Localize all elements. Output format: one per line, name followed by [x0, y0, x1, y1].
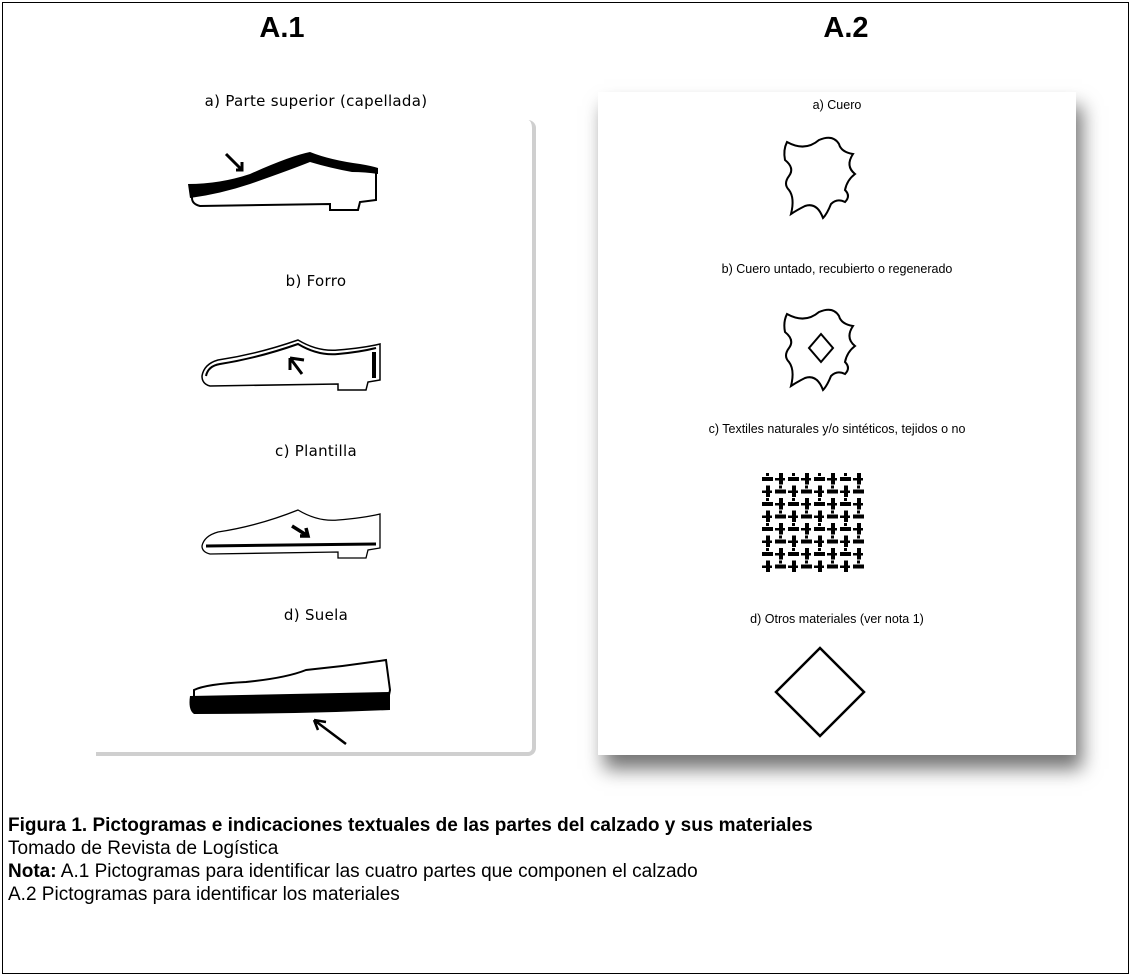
leather-hide-icon [783, 136, 857, 220]
shoe-upper-icon [188, 152, 378, 211]
figure-caption: Figura 1. Pictogramas e indicaciones tex… [8, 814, 1124, 906]
a1-label-upper: a) Parte superior (capellada) [204, 92, 428, 110]
a2-label-coated-leather: b) Cuero untado, recubierto o regenerado [721, 262, 953, 276]
diamond-icon [774, 646, 866, 738]
shoe-insole-icon [201, 509, 381, 559]
caption-note: Nota: A.1 Pictogramas para identificar l… [8, 860, 1124, 883]
panel-a1 [96, 120, 536, 756]
a2-label-textiles: c) Textiles naturales y/o sintéticos, te… [708, 422, 966, 436]
column-heading-a1: A.1 [259, 12, 305, 44]
shoe-sole-icon [189, 658, 392, 745]
caption-note-line2: A.2 Pictogramas para identificar los mat… [8, 884, 400, 905]
a1-label-sole: d) Suela [283, 606, 349, 624]
coated-leather-icon [783, 308, 857, 392]
shoe-lining-icon [201, 339, 381, 391]
caption-source: Tomado de Revista de Logística [8, 838, 279, 859]
panel-a2 [598, 92, 1076, 755]
a1-label-lining: b) Forro [285, 272, 347, 290]
textile-weave-icon [762, 473, 864, 572]
column-heading-a2: A.2 [823, 12, 869, 44]
caption-note-label: Nota: [8, 861, 57, 882]
caption-note-text: A.1 Pictogramas para identificar las cua… [56, 861, 698, 882]
a2-label-leather: a) Cuero [812, 98, 862, 112]
caption-title: Figura 1. Pictogramas e indicaciones tex… [8, 815, 813, 836]
a2-label-other: d) Otros materiales (ver nota 1) [750, 612, 924, 626]
a1-label-insole: c) Plantilla [275, 442, 357, 460]
